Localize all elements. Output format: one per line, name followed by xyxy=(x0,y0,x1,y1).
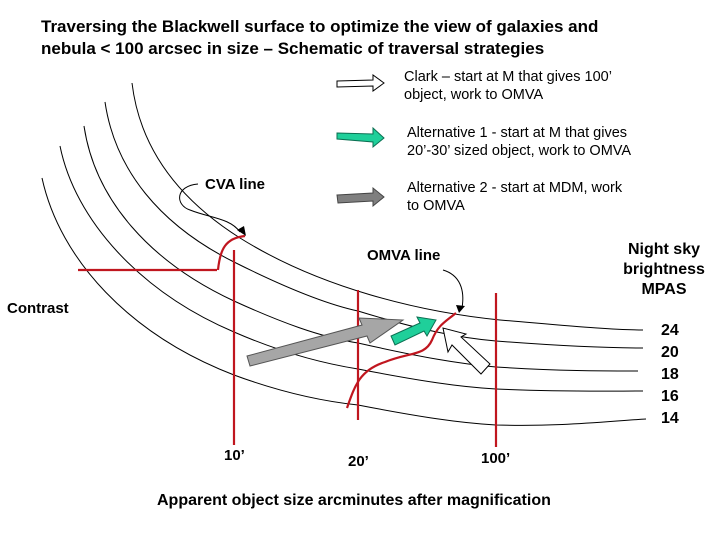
cva-pointer-line xyxy=(179,183,241,233)
legend-alt2-line-1: Alternative 2 - start at MDM, work xyxy=(407,180,623,196)
cva-pointer-arrowhead xyxy=(237,226,246,236)
gray-arrow-icon xyxy=(336,186,385,208)
legend-item-clark: Clark – start at M that gives 100’ objec… xyxy=(404,68,612,104)
sky-value-20: 20 xyxy=(661,344,679,361)
y-axis-label: Contrast xyxy=(7,300,69,317)
sky-value-16: 16 xyxy=(661,388,679,405)
teal-arrow-alternative-1 xyxy=(390,316,437,346)
contour-curve-16 xyxy=(59,145,644,392)
white-arrow-clark xyxy=(442,327,491,375)
legend-alt1-line-1: Alternative 1 - start at M that gives xyxy=(407,125,628,141)
omva-curve xyxy=(345,312,457,409)
sky-brightness-title: Night sky brightness MPAS xyxy=(614,240,714,300)
omva-pointer-line xyxy=(442,269,464,309)
size-marker-20: 20’ xyxy=(348,453,369,470)
sky-title-line-2: brightness xyxy=(623,261,705,278)
white-arrow-icon xyxy=(336,74,385,92)
title-line-2: nebula < 100 arcsec in size – Schematic … xyxy=(41,39,545,58)
title-line-1: Traversing the Blackwell surface to opti… xyxy=(41,17,599,36)
sky-value-14: 14 xyxy=(661,410,679,427)
contour-curve-14 xyxy=(41,177,647,426)
sky-title-line-3: MPAS xyxy=(641,281,687,298)
contour-curve-24 xyxy=(131,82,644,331)
x-axis-label: Apparent object size arcminutes after ma… xyxy=(157,492,551,509)
legend-alt1-line-2: 20’-30’ sized object, work to OMVA xyxy=(407,143,632,159)
legend-clark-line-1: Clark – start at M that gives 100’ xyxy=(404,69,612,85)
sky-value-24: 24 xyxy=(661,322,679,339)
teal-arrow-icon xyxy=(336,126,385,149)
cva-curve xyxy=(216,234,246,271)
omva-line-label: OMVA line xyxy=(367,247,441,264)
sky-title-line-1: Night sky xyxy=(627,241,700,258)
legend-alt2-line-2: to OMVA xyxy=(407,198,465,214)
legend-item-alternative-2: Alternative 2 - start at MDM, work to OM… xyxy=(407,179,622,215)
contour-curve-18 xyxy=(83,125,639,372)
size-marker-10: 10’ xyxy=(224,447,245,464)
legend-clark-line-2: object, work to OMVA xyxy=(404,87,544,103)
cva-line-label: CVA line xyxy=(205,176,266,193)
size-marker-100: 100’ xyxy=(481,450,511,467)
omva-pointer-arrowhead xyxy=(456,305,465,313)
diagram-title: Traversing the Blackwell surface to opti… xyxy=(41,16,598,60)
sky-value-18: 18 xyxy=(661,366,679,383)
gray-arrow-alternative-2 xyxy=(246,317,405,367)
legend-item-alternative-1: Alternative 1 - start at M that gives 20… xyxy=(407,124,631,160)
